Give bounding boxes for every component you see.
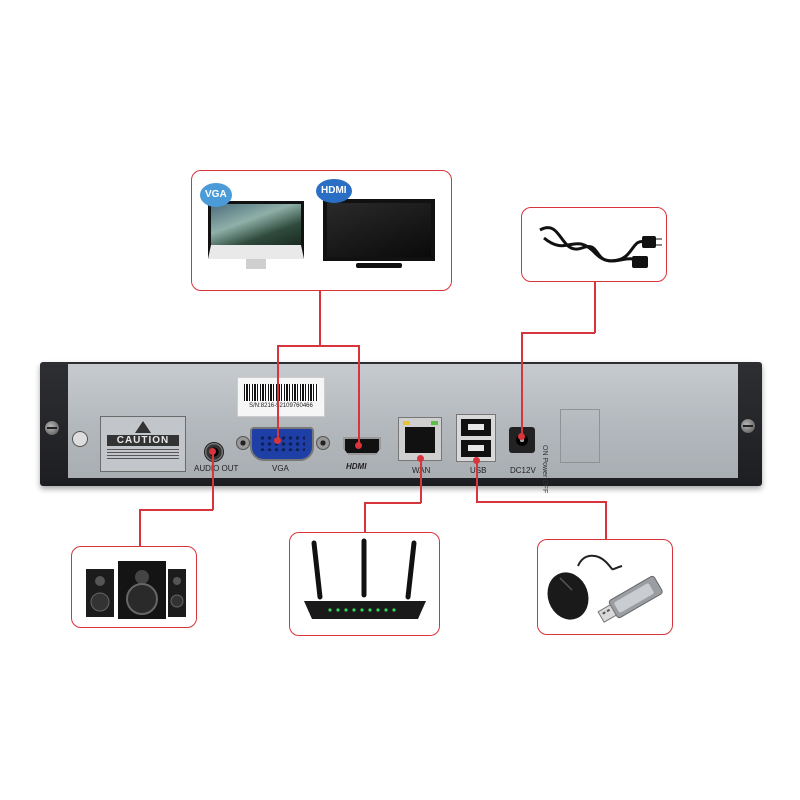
vga-label: VGA [272,464,289,473]
usb-ports [456,414,496,462]
display-callout: VGA HDMI [191,170,452,291]
warning-icon [135,421,151,433]
hdmi-label: HDMI [346,462,367,471]
power-switch-label: ON Power OFF [541,445,548,494]
vga-badge: VGA [200,183,232,207]
vga-screw-right-icon [316,436,330,450]
link-led-icon [403,421,410,425]
router-callout [289,532,440,636]
caution-label: CAUTION [100,416,186,472]
hdmi-badge: HDMI [316,179,352,203]
usb-devices-callout [537,539,673,635]
power-cable-icon [539,226,662,268]
serial-label: S/N:8216-52109760466 [237,377,325,417]
vga-screw-left-icon [236,436,250,450]
serial-number: S/N:8216-52109760466 [249,403,313,409]
activity-led-icon [431,421,438,425]
caution-text: CAUTION [107,435,179,446]
barcode-icon [244,384,318,401]
caution-fine-print [107,449,179,459]
speakers-callout [71,546,197,628]
rj45-socket [405,427,435,453]
left-screw-icon [44,420,60,436]
dc-power-port [509,427,535,453]
power-cable-callout [521,207,667,282]
usb-label: USB [470,466,487,475]
power-switch [560,409,600,463]
imac-monitor-icon [208,201,304,259]
mouse-and-usb-drive-icon [547,554,663,623]
router-icon [304,538,426,619]
dc-label: DC12V [510,466,536,475]
audio-out-label: AUDIO OUT [194,464,239,473]
hdmi-monitor-icon [323,199,435,261]
ground-terminal-icon [72,431,88,447]
speakers-icon [86,561,186,619]
usb-slot-top [461,419,491,436]
vga-port [250,427,314,461]
right-screw-icon [740,418,756,434]
usb-slot-bottom [461,440,491,457]
hdmi-port [343,437,381,455]
